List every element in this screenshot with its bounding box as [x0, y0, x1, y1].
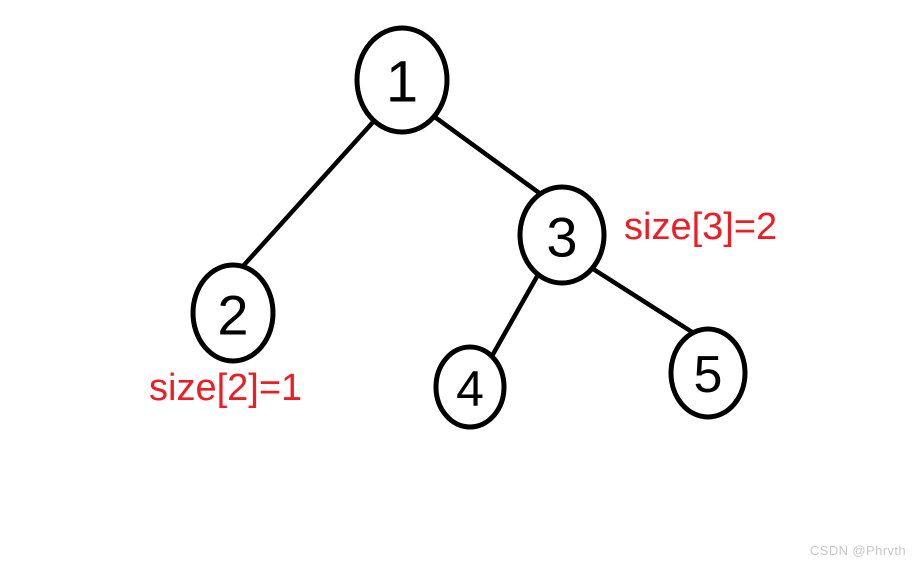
- node-1-ellipse: [354, 25, 450, 135]
- edge-group: [241, 112, 695, 359]
- node-group: 1 2 3 4 5: [190, 25, 748, 430]
- node-2-ellipse: [190, 262, 276, 364]
- tree-node-1[interactable]: 1: [354, 25, 450, 135]
- edge-1-to-3: [429, 112, 545, 198]
- node-2-label: 2: [217, 284, 248, 347]
- node-1-label: 1: [386, 50, 418, 115]
- node-3-label: 3: [546, 206, 577, 269]
- annotation-size-2: size[2]=1: [149, 367, 302, 409]
- edge-1-to-2: [241, 118, 377, 268]
- annotation-group: size[2]=1 size[3]=2: [149, 206, 777, 409]
- edge-3-to-5: [587, 264, 695, 335]
- edge-3-to-4: [489, 270, 542, 359]
- csdn-watermark: CSDN @Phrvth: [809, 543, 906, 558]
- node-5-ellipse: [668, 326, 748, 420]
- tree-node-4[interactable]: 4: [433, 344, 507, 430]
- tree-node-3[interactable]: 3: [517, 184, 607, 286]
- annotation-size-3: size[3]=2: [624, 206, 777, 248]
- node-5-label: 5: [694, 346, 723, 404]
- node-3-ellipse: [517, 184, 607, 286]
- tree-node-5[interactable]: 5: [668, 326, 748, 420]
- node-4-ellipse: [433, 344, 507, 430]
- tree-node-2[interactable]: 2: [190, 262, 276, 364]
- node-4-label: 4: [456, 361, 484, 417]
